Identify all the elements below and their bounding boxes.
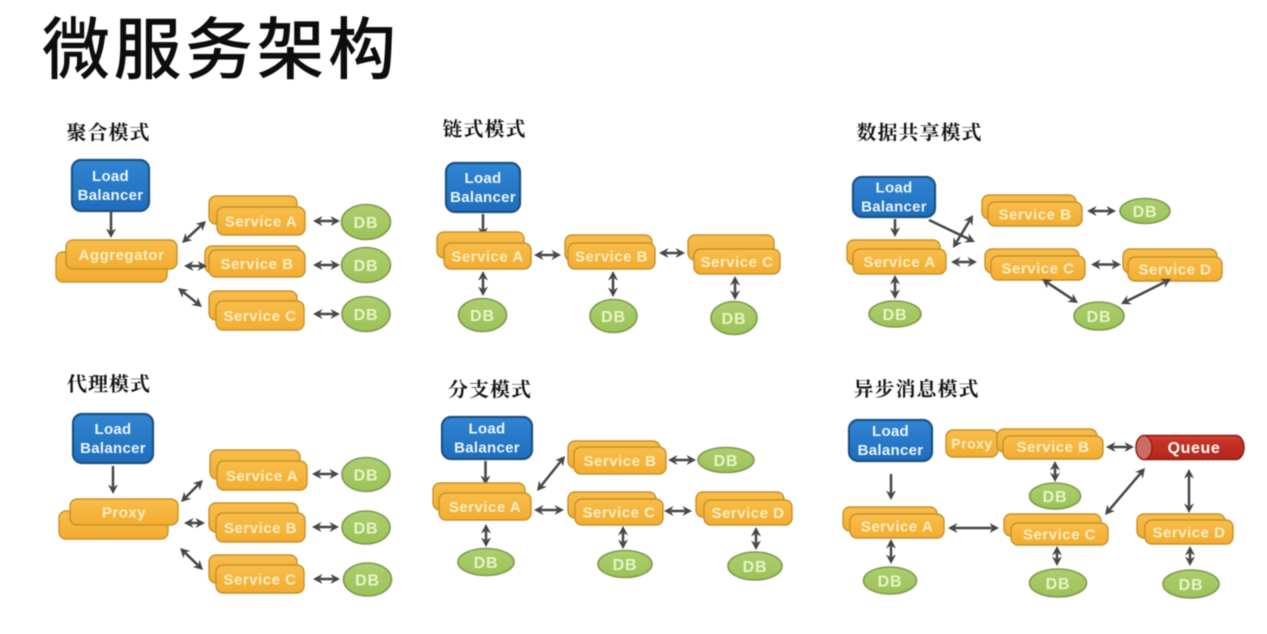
svg-text:Balancer: Balancer [454,439,520,456]
svg-text:Service B: Service B [584,453,657,470]
svg-text:DB: DB [1043,489,1068,506]
svg-text:Service A: Service A [863,254,935,271]
svg-text:DB: DB [354,258,379,275]
svg-text:Service A: Service A [449,499,521,516]
svg-text:DB: DB [354,520,379,537]
svg-text:Queue: Queue [1168,440,1221,457]
svg-text:Aggregator: Aggregator [79,247,165,264]
svg-text:Service B: Service B [1017,439,1090,456]
svg-text:Load: Load [92,168,129,185]
svg-text:DB: DB [354,467,379,484]
svg-text:DB: DB [883,307,908,324]
svg-text:DB: DB [355,572,380,589]
svg-text:Service C: Service C [1002,260,1075,277]
svg-text:Load: Load [875,180,912,197]
svg-text:Service A: Service A [226,468,298,485]
svg-text:DB: DB [354,307,379,324]
svg-text:Service C: Service C [224,571,297,588]
svg-text:DB: DB [601,309,626,326]
svg-text:DB: DB [743,559,768,576]
svg-text:Service B: Service B [224,520,297,537]
svg-text:Proxy: Proxy [102,505,146,522]
svg-text:Service C: Service C [1023,526,1096,543]
svg-text:DB: DB [722,311,747,328]
svg-text:Load: Load [464,170,501,187]
svg-text:Balancer: Balancer [858,442,924,459]
svg-text:Load: Load [94,421,131,438]
svg-text:Proxy: Proxy [951,436,992,452]
svg-text:Balancer: Balancer [450,189,516,206]
svg-text:Service B: Service B [575,248,648,265]
svg-text:Load: Load [468,421,505,438]
svg-text:DB: DB [613,557,638,574]
svg-text:Service A: Service A [225,213,297,230]
svg-text:DB: DB [470,308,495,325]
svg-text:Service D: Service D [1139,261,1212,278]
svg-text:Service B: Service B [999,206,1072,223]
svg-text:Service C: Service C [701,254,774,271]
svg-text:Service C: Service C [583,504,656,521]
svg-text:Balancer: Balancer [80,440,146,457]
svg-text:DB: DB [1087,309,1112,326]
svg-text:DB: DB [1133,204,1158,221]
svg-text:DB: DB [474,555,499,572]
svg-text:Service D: Service D [1153,524,1226,541]
svg-text:Service A: Service A [451,248,523,265]
svg-text:Service C: Service C [224,308,297,325]
svg-text:DB: DB [354,215,379,232]
svg-text:Service D: Service D [712,505,785,522]
svg-text:Balancer: Balancer [78,187,144,204]
svg-text:DB: DB [1179,577,1204,594]
svg-text:Load: Load [872,423,909,440]
svg-text:Service B: Service B [221,256,294,273]
svg-text:DB: DB [1046,576,1071,593]
svg-text:Service A: Service A [861,518,933,535]
svg-text:DB: DB [714,453,739,470]
svg-text:DB: DB [878,573,903,590]
svg-text:Balancer: Balancer [861,198,927,215]
